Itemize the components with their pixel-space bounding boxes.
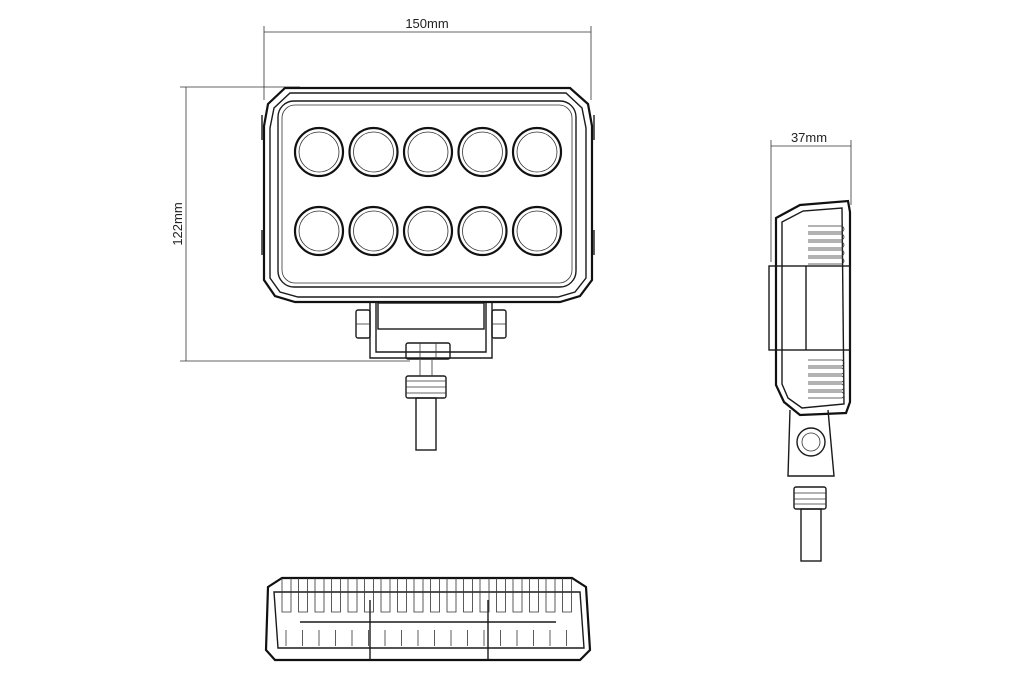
fin-line xyxy=(808,249,845,257)
led-lens xyxy=(457,205,508,257)
led-lens xyxy=(511,205,563,257)
led-lens-inner xyxy=(462,131,503,173)
fin-line xyxy=(364,578,374,613)
led-lens-inner xyxy=(516,131,558,173)
fin-line xyxy=(808,391,845,399)
fin-line xyxy=(347,578,358,613)
fin-line xyxy=(562,578,572,613)
led-lens-inner xyxy=(298,131,340,173)
mounting-bolt xyxy=(405,360,447,451)
led-lens-inner xyxy=(353,131,394,173)
side-housing xyxy=(768,199,852,417)
fin-line xyxy=(808,241,845,249)
fin-line xyxy=(808,233,845,241)
fin-line xyxy=(463,578,473,613)
depth-label: 37mm xyxy=(791,130,827,145)
fin-line xyxy=(496,578,506,613)
side-cooling-fins xyxy=(808,225,845,399)
led-lens xyxy=(511,126,563,178)
led-lens xyxy=(293,205,345,257)
fin-line xyxy=(446,578,457,613)
led-array xyxy=(293,126,563,257)
bottom-view xyxy=(264,576,592,662)
led-lens xyxy=(293,126,345,178)
fin-line xyxy=(808,359,845,367)
width-dimension: 150mm xyxy=(263,16,592,100)
led-lens-inner xyxy=(407,210,449,252)
fin-line xyxy=(808,225,845,233)
fin-line xyxy=(331,578,341,613)
front-view: 150mm 122mm xyxy=(170,16,595,451)
fin-line xyxy=(808,383,845,391)
depth-dimension: 37mm xyxy=(770,130,852,262)
led-lens xyxy=(348,205,399,257)
height-dimension: 122mm xyxy=(170,86,410,362)
fin-line xyxy=(281,578,292,613)
height-label: 122mm xyxy=(170,202,185,245)
led-lens xyxy=(402,205,454,257)
fin-line xyxy=(479,578,490,613)
fin-line xyxy=(808,375,845,383)
fin-line xyxy=(808,367,845,375)
led-lens-inner xyxy=(462,210,503,252)
fin-line xyxy=(413,578,424,613)
led-lens xyxy=(402,126,454,178)
led-lens xyxy=(348,126,399,178)
fin-line xyxy=(380,578,391,613)
fin-line xyxy=(512,578,523,613)
led-lens-inner xyxy=(516,210,558,252)
led-lens xyxy=(457,126,508,178)
fin-line xyxy=(397,578,407,613)
bottom-cooling-fins xyxy=(281,578,572,646)
mounting-bracket xyxy=(355,302,507,360)
fin-line xyxy=(545,578,556,613)
side-view: 37mm xyxy=(768,130,852,562)
fin-line xyxy=(430,578,440,613)
led-lens-inner xyxy=(298,210,340,252)
fin-line xyxy=(314,578,325,613)
width-label: 150mm xyxy=(405,16,448,31)
led-lens-inner xyxy=(407,131,449,173)
fin-line xyxy=(529,578,539,613)
side-bracket xyxy=(787,409,835,562)
fin-line xyxy=(298,578,308,613)
fin-line xyxy=(808,257,845,265)
led-lens-inner xyxy=(353,210,394,252)
lamp-housing xyxy=(261,86,595,304)
